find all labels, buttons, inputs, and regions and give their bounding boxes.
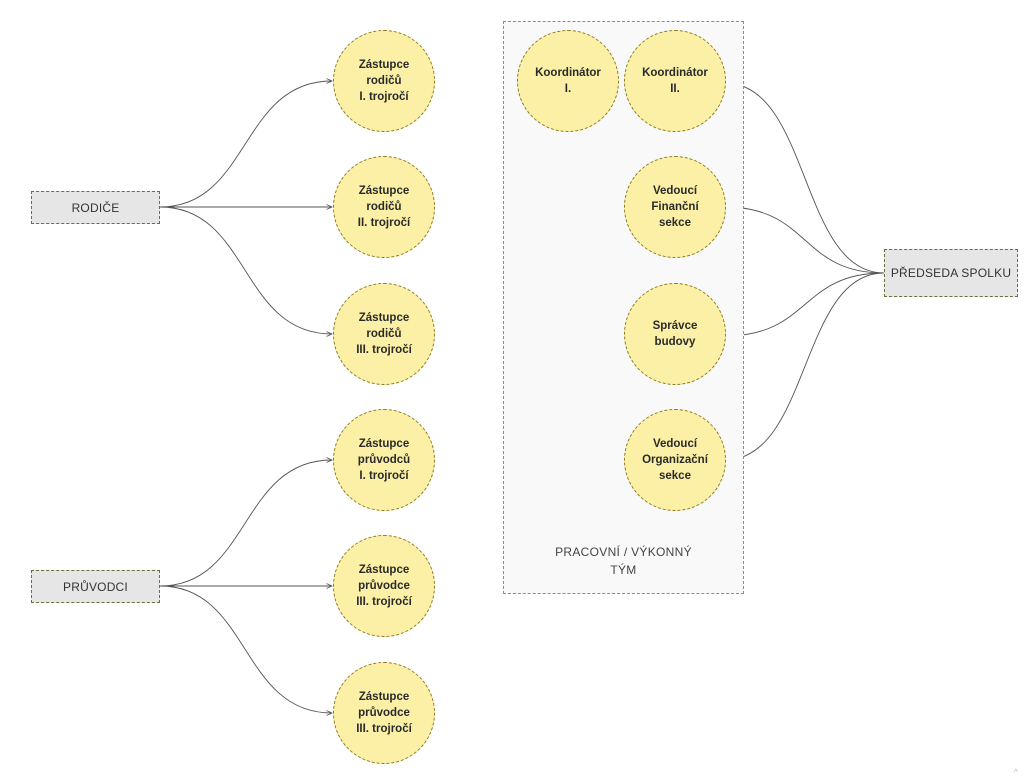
edge-predseda-sb [725,272,885,336]
node-label: Koordinátor I. [535,67,601,95]
edge-predseda-vfs [725,207,885,274]
node-zastupce-rodicu-3[interactable]: Zástupce rodičů III. trojročí [333,283,435,385]
scroll-up-icon[interactable]: ^ [1013,767,1018,777]
node-zastupce-pruvodce-3a[interactable]: Zástupce průvodce III. trojročí [333,535,435,637]
node-label: Zástupce průvodce III. trojročí [356,564,412,608]
node-predseda-spolku[interactable]: PŘEDSEDA SPOLKU [884,249,1018,297]
node-vedouci-financni-sekce[interactable]: Vedoucí Finanční sekce [624,156,726,258]
node-label: Správce budovy [652,320,698,348]
node-spravce-budovy[interactable]: Správce budovy [624,283,726,385]
node-label: Vedoucí Organizační sekce [642,438,708,482]
node-pruvodci[interactable]: PRŮVODCI [31,570,160,603]
node-label: PŘEDSEDA SPOLKU [890,266,1012,280]
node-zastupce-pruvodcu-1[interactable]: Zástupce průvodců I. trojročí [333,409,435,511]
node-label: PRŮVODCI [63,579,128,594]
edge-rodice-zr1 [159,81,332,208]
work-team-label: PRACOVNÍ / VÝKONNÝ TÝM [555,545,692,577]
node-zastupce-pruvodce-3b[interactable]: Zástupce průvodce III. trojročí [333,662,435,764]
node-vedouci-organizacni-sekce[interactable]: Vedoucí Organizační sekce [624,409,726,511]
node-koordinator-1[interactable]: Koordinátor I. [517,30,619,132]
node-label: Zástupce průvodce III. trojročí [356,691,412,735]
edge-pruvodci-zp1 [159,460,332,587]
node-label: Zástupce rodičů III. trojročí [356,312,412,356]
node-label: Zástupce rodičů II. trojročí [357,185,411,229]
node-zastupce-rodicu-1[interactable]: Zástupce rodičů I. trojročí [333,30,435,132]
edge-predseda-k2 [725,83,885,274]
node-zastupce-rodicu-2[interactable]: Zástupce rodičů II. trojročí [333,156,435,258]
node-rodice[interactable]: RODIČE [31,191,160,224]
edge-predseda-vos [725,272,885,460]
node-koordinator-2[interactable]: Koordinátor II. [624,30,726,132]
node-label: RODIČE [71,200,120,215]
edge-pruvodci-zp3 [159,585,332,713]
node-label: Vedoucí Finanční sekce [651,185,699,229]
node-label: Zástupce průvodců I. trojročí [357,438,411,482]
node-label: Zástupce rodičů I. trojročí [358,59,410,103]
node-label: Koordinátor II. [642,67,708,95]
edge-rodice-zr3 [159,206,332,334]
